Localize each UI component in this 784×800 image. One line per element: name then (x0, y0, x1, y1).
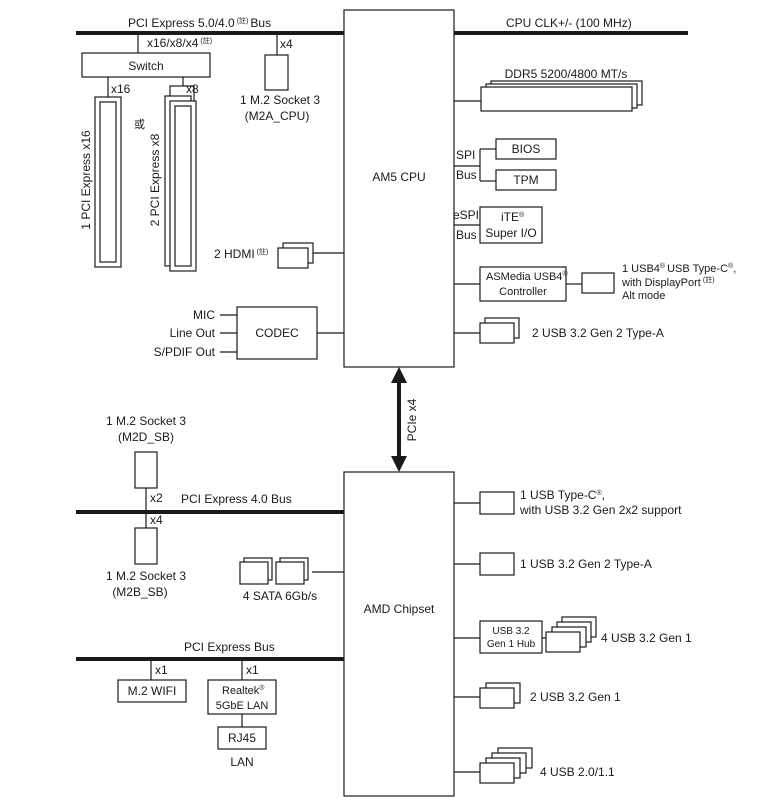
bios-chip (495, 138, 557, 160)
cpu-usb-label: 2 USB 3.2 Gen 2 Type-A (532, 326, 664, 340)
codec-box (236, 306, 318, 360)
bios-label: BIOS (512, 142, 541, 156)
pcie-slot-1 (94, 96, 122, 268)
spi-label: SPI (456, 148, 475, 162)
sata-port-b (275, 561, 305, 585)
usb4-port-line1: 1 USB4®USB Type-C®, (622, 262, 736, 275)
slot1-lane: x16 (111, 82, 131, 96)
m2d-lane: x2 (150, 491, 163, 505)
chipset-label: AMD Chipset (364, 602, 435, 616)
espi-label: eSPI (453, 208, 479, 222)
slot2-label: 2 PCI Express x8 (148, 133, 162, 226)
m2d-socket (134, 451, 158, 489)
lan-chip (207, 679, 277, 715)
chip-usb-c-port (479, 491, 515, 515)
lan-line2: 5GbE LAN (216, 700, 269, 712)
m2b-socket (134, 527, 158, 565)
clock-label: CPU CLK+/- (100 MHz) (506, 16, 632, 30)
lan-label: LAN (230, 755, 253, 769)
usb2-ports (479, 762, 515, 784)
usb4-ctrl-line2: Controller (499, 286, 547, 298)
usb4-port-line2: with DisplayPort(註) (621, 275, 715, 289)
wifi-lane: x1 (155, 663, 168, 677)
superio-label: Super I/O (485, 226, 536, 240)
m2a-line1: 1 M.2 Socket 3 (240, 93, 320, 107)
usb-hub-chip (479, 620, 543, 654)
chip-usb-gen2-label: 1 USB 3.2 Gen 2 Type-A (520, 557, 652, 571)
lan-line1: Realtek® (222, 684, 265, 697)
ddr5-dimm (480, 86, 633, 112)
slot1-label: 1 PCI Express x16 (79, 130, 93, 230)
m2b-lane: x4 (150, 513, 163, 527)
cpu-usb-port (479, 322, 515, 344)
pcie-slot-2 (169, 100, 197, 272)
sata-label: 4 SATA 6Gb/s (243, 589, 317, 603)
hdmi-label: 2 HDMI(註) (214, 247, 268, 261)
pcie-link-label: PCIe x4 (405, 398, 419, 441)
top-bus-label: PCI Express 5.0/4.0(註)Bus (128, 16, 271, 30)
tpm-chip (495, 169, 557, 191)
m2b-line1: 1 M.2 Socket 3 (106, 569, 186, 583)
switch-box (81, 52, 211, 78)
codec-output-spdif: S/PDIF Out (154, 345, 216, 359)
m2a-line2: (M2A_CPU) (245, 109, 310, 123)
cpu-block (343, 9, 455, 368)
usb4-ctrl-line1: ASMedia USB4® (486, 270, 568, 283)
or-text: 或 (134, 118, 145, 131)
m2a-socket (264, 54, 289, 91)
super-io-chip (479, 206, 543, 244)
hdmi-port (277, 247, 309, 269)
usb4-controller (479, 266, 567, 302)
usb2-label: 4 USB 2.0/1.1 (540, 765, 615, 779)
cpu-label: AM5 CPU (372, 170, 425, 184)
usb-gen1-hub-ports (545, 631, 581, 653)
wifi-label: M.2 WIFI (128, 684, 177, 698)
m2a-lane: x4 (280, 37, 293, 51)
usb4-port (581, 272, 615, 294)
usb-gen1-ports (479, 687, 515, 709)
usb-gen1-hub-label: 4 USB 3.2 Gen 1 (601, 631, 692, 645)
rj45-port (217, 726, 267, 750)
lan-lane: x1 (246, 663, 259, 677)
chipset-block (343, 471, 455, 797)
chip-usb-c-line2: with USB 3.2 Gen 2x2 support (519, 503, 682, 517)
mid-bus-label: PCI Express 4.0 Bus (181, 492, 292, 506)
chip-usb-gen2-port (479, 552, 515, 576)
usb-gen1-label: 2 USB 3.2 Gen 1 (530, 690, 621, 704)
tpm-label: TPM (513, 173, 538, 187)
spi-bus-label: Bus (456, 168, 477, 182)
slot2-lane: x8 (186, 82, 199, 96)
ite-label: iTE® (501, 210, 525, 224)
m2-wifi-box (117, 679, 187, 703)
m2d-line2: (M2D_SB) (118, 430, 174, 444)
switch-lanes: x16/x8/x4(註) (147, 36, 212, 50)
m2d-line1: 1 M.2 Socket 3 (106, 414, 186, 428)
switch-label: Switch (128, 59, 163, 73)
usb4-port-line3: Alt mode (622, 290, 665, 302)
codec-label: CODEC (255, 326, 299, 340)
espi-bus-label: Bus (456, 228, 477, 242)
codec-output-mic: MIC (193, 308, 215, 322)
m2b-line2: (M2B_SB) (112, 585, 167, 599)
bottom-bus-label: PCI Express Bus (184, 640, 275, 654)
codec-output-lineout: Line Out (170, 326, 216, 340)
sata-port-a (239, 561, 269, 585)
chip-usb-c-line1: 1 USB Type-C®, (520, 488, 605, 502)
ddr-label: DDR5 5200/4800 MT/s (505, 67, 628, 81)
usb-hub-line2: Gen 1 Hub (487, 639, 536, 650)
usb-hub-line1: USB 3.2 (492, 626, 530, 637)
rj45-label: RJ45 (228, 731, 256, 745)
